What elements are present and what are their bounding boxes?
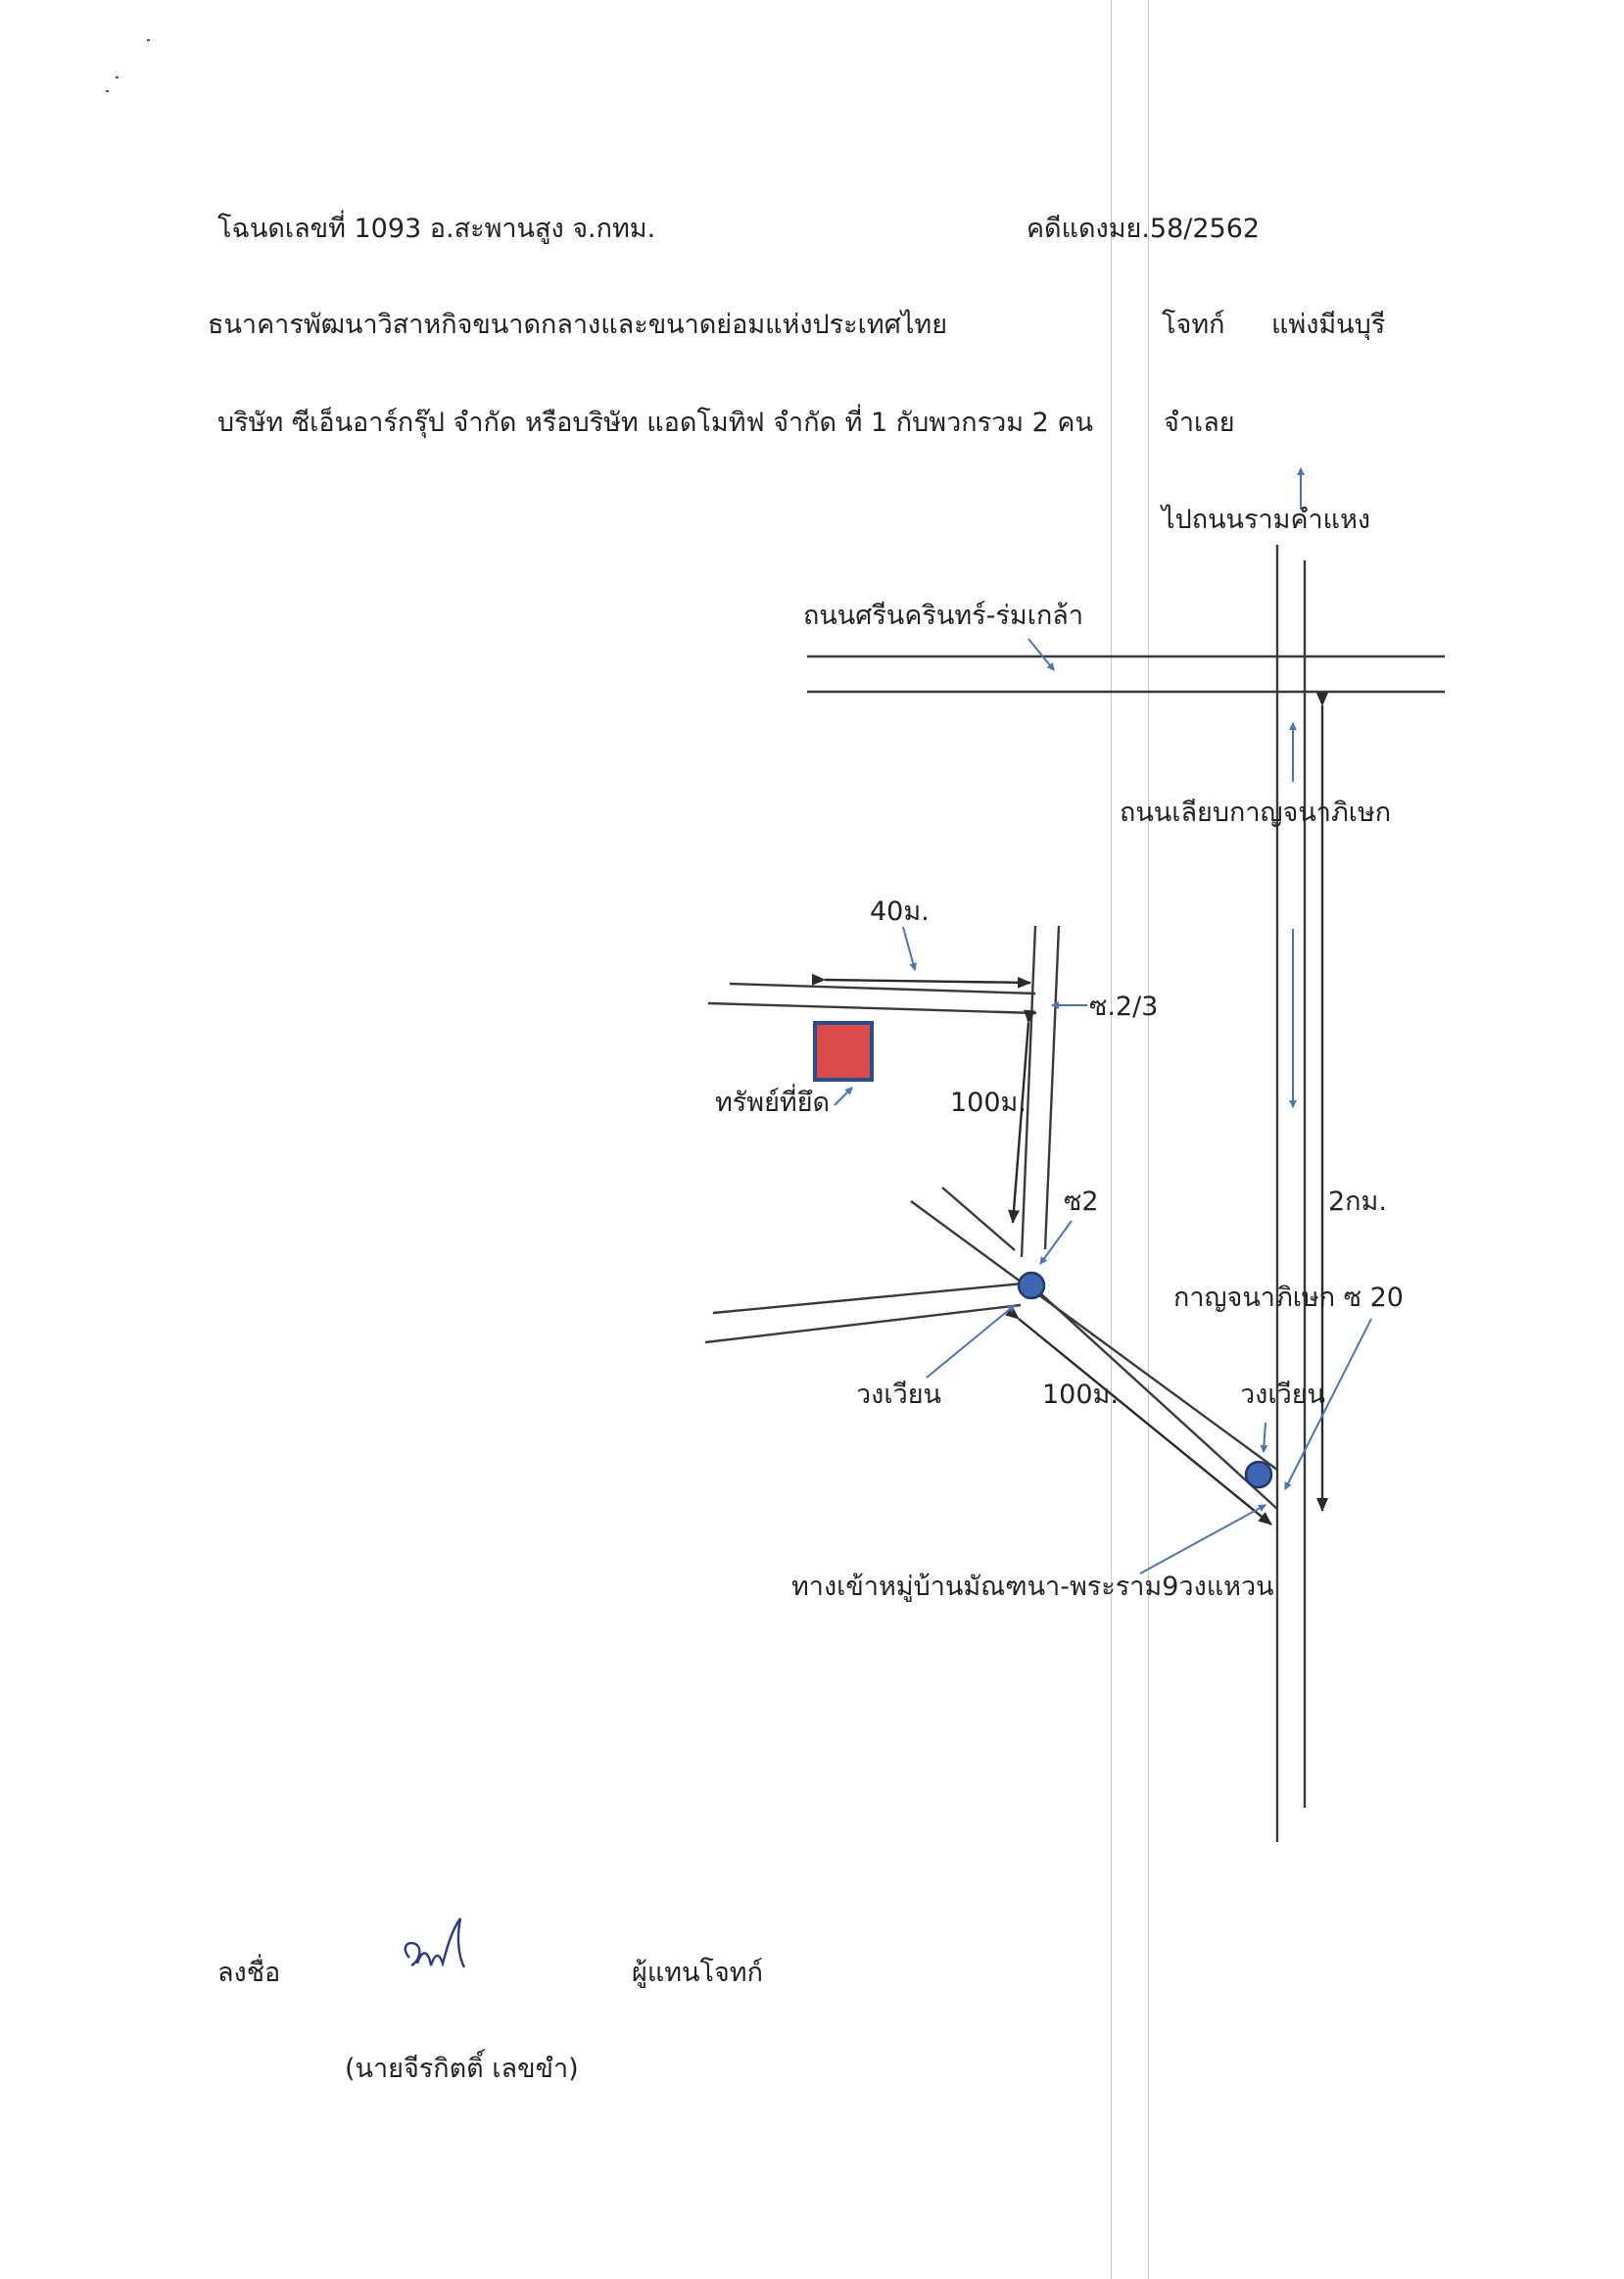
seized-property-marker: [813, 1021, 874, 1082]
signer-name: (นายจีรกิตติ์ เลขขำ): [345, 2054, 579, 2084]
dimension-100m-diagonal-arrow: [1005, 1306, 1272, 1526]
scan-speck: [106, 90, 109, 92]
to-ramkhamhaeng-label: ไปถนนรามคำแหง: [1162, 505, 1371, 535]
roundabout-2-label-pointer: [1260, 1422, 1268, 1453]
srinakarin-label-pointer: [1027, 638, 1055, 671]
roundabout-2-label: วงเวียน: [1240, 1380, 1326, 1410]
dimension-100m-vertical-arrow: [1008, 1009, 1035, 1224]
distance-40m-label: 40ม.: [870, 897, 930, 927]
soi-2-label: ซ2: [1064, 1187, 1099, 1217]
dimension-40m-arrow: [811, 973, 1031, 989]
roundabout-1-label-pointer: [926, 1304, 1016, 1379]
seized-property-label: ทรัพย์ที่ยึด: [715, 1088, 831, 1118]
deed-number: โฉนดเลขที่ 1093 อ.สะพานสูง จ.กทม.: [217, 214, 656, 244]
diagonal-road-north-edge: [910, 1200, 1278, 1471]
scan-fold-line: [1111, 0, 1112, 2279]
dist-40m-label-pointer: [902, 926, 918, 971]
property-label-pointer: [834, 1087, 853, 1106]
soi-2-label-pointer: [1039, 1220, 1073, 1265]
soi-2-3-north-edge: [729, 982, 1036, 995]
scan-fold-line: [1148, 0, 1149, 2279]
court-name: แพ่งมีนบุรี: [1271, 310, 1386, 340]
soi-road-east-edge: [1043, 925, 1061, 1250]
defendant-role: จำเลย: [1164, 408, 1235, 438]
soi-20-label-pointer: [1284, 1318, 1372, 1490]
signer-role: ผู้แทนโจทก์: [632, 1958, 763, 1988]
diagonal-road-south-edge: [941, 1187, 1016, 1251]
west-road-north-edge: [712, 1282, 1024, 1315]
soi-2-3-label: ซ.2/3: [1089, 992, 1159, 1022]
roundabout-1-label: วงเวียน: [856, 1380, 942, 1410]
signature-mark: [404, 1917, 466, 1968]
sign-label: ลงชื่อ: [217, 1958, 281, 1988]
scan-speck: [116, 76, 119, 78]
plaintiff-role: โจทก์: [1162, 310, 1225, 340]
roundabout-1-marker: [1017, 1271, 1046, 1300]
distance-100m-vertical-label: 100ม.: [950, 1088, 1027, 1118]
distance-100m-diagonal-label: 100ม.: [1042, 1380, 1119, 1410]
soi-2-3-south-edge: [707, 1001, 1037, 1015]
srinakarin-road-label: ถนนศรีนครินทร์-ร่มเกล้า: [803, 601, 1084, 631]
village-entrance-label: ทางเข้าหมู่บ้านมัณฑนา-พระราม9วงแหวน: [791, 1572, 1274, 1602]
roundabout-2-marker: [1244, 1460, 1273, 1489]
plaintiff-name: ธนาคารพัฒนาวิสาหกิจขนาดกลางและขนาดย่อมแห…: [208, 310, 948, 340]
defendant-name: บริษัท ซีเอ็นอาร์กรุ๊ป จำกัด หรือบริษัท …: [217, 408, 1093, 438]
case-number: คดีแดงมย.58/2562: [1027, 214, 1261, 244]
village-entrance-label-pointer: [1139, 1504, 1266, 1575]
kanchanaphisek-road-label: ถนนเลียบกาญจนาภิเษก: [1120, 798, 1392, 828]
kanchanaphisek-soi-20-label: กาญจนาภิเษก ซ 20: [1173, 1283, 1404, 1313]
scan-speck: [147, 39, 150, 41]
distance-2km-label: 2กม.: [1328, 1187, 1387, 1217]
west-road-south-edge: [704, 1303, 1022, 1344]
